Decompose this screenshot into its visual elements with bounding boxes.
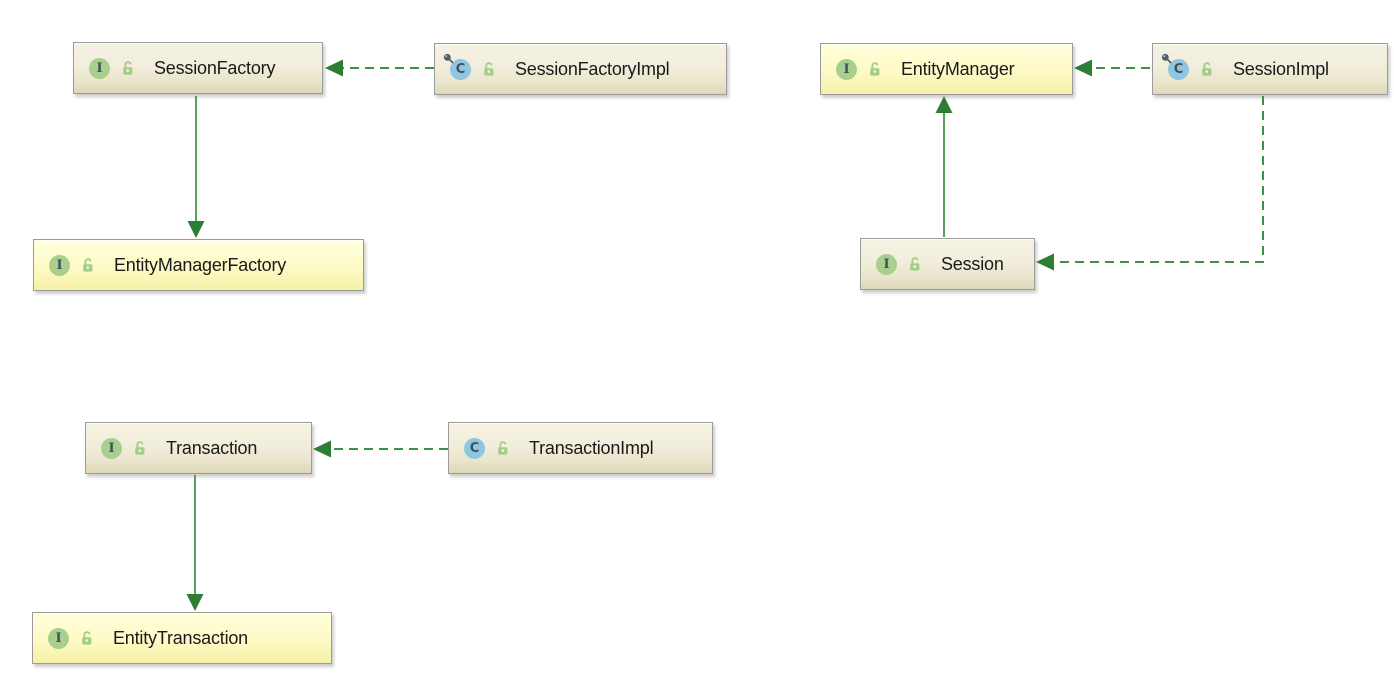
unlocked-padlock-icon bbox=[1202, 62, 1212, 76]
interface-icon: I bbox=[876, 253, 897, 275]
pin-icon bbox=[1161, 53, 1172, 64]
interface-icon: I bbox=[101, 437, 122, 459]
class-icon: C bbox=[443, 53, 471, 80]
interface-icon: I bbox=[48, 627, 69, 649]
class-node-sessionfactoryimpl[interactable]: C SessionFactoryImpl bbox=[434, 43, 727, 95]
class-node-transactionimpl[interactable]: C TransactionImpl bbox=[448, 422, 713, 474]
node-label: Session bbox=[941, 253, 1004, 274]
interface-icon-letter: I bbox=[55, 630, 62, 646]
node-label: EntityTransaction bbox=[113, 627, 248, 648]
class-icon-letter: C bbox=[455, 61, 466, 77]
unlocked-padlock-icon bbox=[135, 441, 145, 455]
edge-transaction-to-entitytransaction[interactable] bbox=[186, 475, 204, 611]
unlocked-padlock-icon bbox=[910, 257, 920, 271]
interface-node-sessionfactory[interactable]: I SessionFactory bbox=[73, 42, 323, 94]
pin-icon bbox=[443, 53, 454, 64]
edge-sessionimpl-to-session[interactable] bbox=[1036, 96, 1264, 271]
unlocked-padlock-icon bbox=[123, 61, 133, 75]
node-label: TransactionImpl bbox=[529, 437, 654, 458]
interface-icon: I bbox=[49, 254, 70, 276]
node-label: SessionFactory bbox=[154, 57, 276, 78]
class-node-sessionimpl[interactable]: C SessionImpl bbox=[1152, 43, 1388, 95]
node-label: EntityManagerFactory bbox=[114, 254, 287, 275]
interface-icon: I bbox=[836, 58, 857, 80]
interface-icon-letter: I bbox=[56, 257, 63, 273]
unlocked-padlock-icon bbox=[870, 62, 880, 76]
interface-node-entitymanagerfactory[interactable]: I EntityManagerFactory bbox=[33, 239, 364, 291]
class-icon-letter: C bbox=[1173, 61, 1184, 77]
node-label: SessionImpl bbox=[1233, 58, 1329, 79]
node-label: SessionFactoryImpl bbox=[515, 58, 670, 79]
interface-icon-letter: I bbox=[96, 60, 103, 76]
unlocked-padlock-icon bbox=[82, 631, 92, 645]
edge-transactionimpl-to-transaction[interactable] bbox=[313, 440, 448, 458]
edge-sessionfactoryimpl-to-sessionfactory[interactable] bbox=[325, 59, 434, 77]
edge-session-to-entitymanager[interactable] bbox=[935, 96, 953, 237]
unlocked-padlock-icon bbox=[484, 62, 494, 76]
edge-sessionfactory-to-entitymanagerfactory[interactable] bbox=[187, 96, 205, 238]
interface-icon-letter: I bbox=[108, 440, 115, 456]
class-icon-letter: C bbox=[469, 440, 480, 456]
class-icon: C bbox=[464, 437, 485, 459]
interface-icon: I bbox=[89, 57, 110, 79]
interface-node-entitymanager[interactable]: I EntityManager bbox=[820, 43, 1073, 95]
node-label: EntityManager bbox=[901, 58, 1015, 79]
unlocked-padlock-icon bbox=[498, 441, 508, 455]
interface-node-transaction[interactable]: I Transaction bbox=[85, 422, 312, 474]
node-label: Transaction bbox=[166, 437, 258, 458]
interface-icon-letter: I bbox=[843, 61, 850, 77]
unlocked-padlock-icon bbox=[83, 258, 93, 272]
interface-icon-letter: I bbox=[883, 256, 890, 272]
edge-sessionimpl-to-entitymanager[interactable] bbox=[1074, 59, 1150, 77]
interface-node-entitytransaction[interactable]: I EntityTransaction bbox=[32, 612, 332, 664]
interface-node-session[interactable]: I Session bbox=[860, 238, 1035, 290]
class-icon: C bbox=[1161, 53, 1189, 80]
